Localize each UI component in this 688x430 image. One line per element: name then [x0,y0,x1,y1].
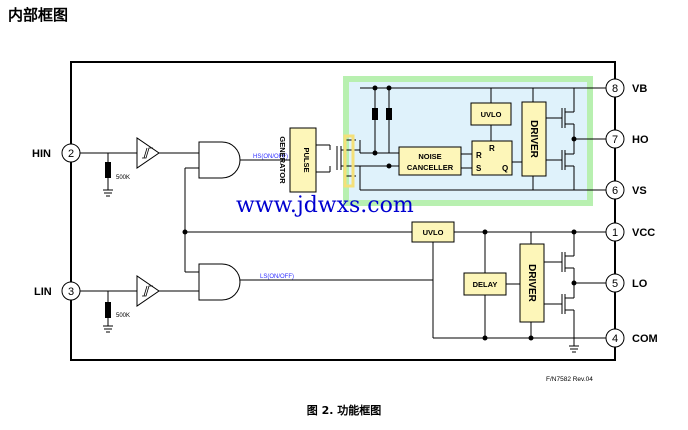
junction-dot [182,229,188,235]
page-heading: 内部框图 [8,6,69,24]
hin-pulldown-resistor [105,162,111,178]
lin-and-gate [198,263,241,301]
pulse-generator-label-line1: PULSE [302,147,311,172]
low-side-driver-block [519,243,545,323]
noise-canceller-block [398,146,462,176]
pin-ho-label: HO [632,134,649,146]
watermark-text: www.jdwxs.com [236,193,414,218]
pin-vb-number: 8 [612,83,618,95]
noise-canceller-label-line1: NOISE [418,152,441,161]
lin-resistor-label: 500K [116,313,130,319]
high-side-driver-block [521,101,547,177]
rs-latch-block [471,140,513,176]
pin-hin-number: 2 [68,148,74,160]
junction-dot [571,280,577,286]
hs-signal-label: HS(ON/OFF) [253,154,288,160]
pin-lo-label: LO [632,278,648,290]
pin-vs-label: VS [632,185,647,197]
gate-cross-coupling [184,167,412,273]
low-output-stage [544,232,615,353]
pin-com-number: 4 [612,333,618,345]
latch-r: R [476,151,482,160]
level-shifter-highlight [343,134,355,188]
noise-canceller-label-line2: CANCELLER [407,163,454,172]
lin-pulldown-resistor [105,302,111,318]
high-output-stage [532,88,615,190]
pulse-generator-block [289,127,317,193]
low-uvlo-label: UVLO [423,228,444,237]
junction-dot [372,85,378,91]
pin-vb-label: VB [632,83,647,95]
hin-resistor-label: 500K [116,175,130,181]
high-driver-label: DRIVER [528,120,539,159]
junction-dot [571,229,577,235]
junction-dot [482,335,488,341]
pin-vb-circle [605,78,625,98]
pin-ho-number: 7 [612,134,618,146]
lin-input-path [80,279,433,333]
hin-input-path [80,152,290,197]
pin-lin-number: 3 [68,286,74,298]
pullup-resistor-b [386,108,392,120]
pin-vs-circle [605,180,625,200]
hin-and-gate [198,141,241,179]
pin-vcc-circle [605,222,625,242]
high-uvlo-label: UVLO [481,110,502,119]
high-side-highlight-fill [349,82,587,200]
latch-s: S [476,164,482,173]
pin-ho-circle [605,129,625,149]
noise-to-latch [461,153,472,169]
lin-schmitt-icon [142,285,153,297]
hin-schmitt-buffer [136,137,160,169]
latch-q: Q [502,164,508,173]
figure-caption: 图 2. 功能框图 [306,404,382,417]
pin-hin-label: HIN [32,148,51,160]
pin-lin-label: LIN [34,286,52,298]
delay-block [463,272,507,296]
pin-vcc-number: 1 [612,227,618,239]
junction-dot [482,229,488,235]
pin-com-label: COM [632,333,658,345]
junction-dot [571,136,577,142]
pin-vcc-label: VCC [632,227,655,239]
junction-dot [372,150,378,156]
latch-r-top: R [489,144,495,153]
lin-schmitt-buffer [136,275,160,307]
chip-outline [70,61,616,361]
pin-lo-number: 5 [612,278,618,290]
pin-lo-circle [605,273,625,293]
pin-lin-circle [61,281,81,301]
junction-dot [528,335,534,341]
pulse-generator-label-line2: GENERATOR [278,136,287,184]
low-driver-label: DRIVER [526,264,537,303]
pullup-network [359,87,615,191]
pin-vs-number: 6 [612,185,618,197]
ls-signal-label: LS(ON/OFF) [260,274,294,280]
hin-schmitt-icon [142,147,153,159]
pin-com-circle [605,328,625,348]
junction-dot [386,85,392,91]
junction-dot [386,163,392,169]
delay-label: DELAY [473,280,498,289]
low-side-wires [432,231,615,339]
pullup-resistor-a [372,108,378,120]
document-code: F/N7582 Rev.04 [546,376,593,383]
pin-hin-circle [61,143,81,163]
